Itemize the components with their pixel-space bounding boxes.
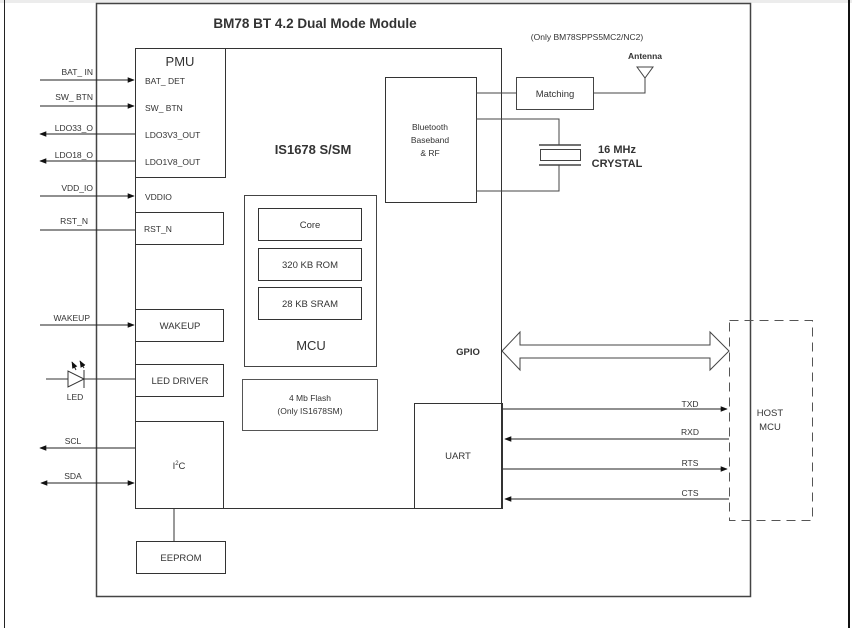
led-driver-label: LED DRIVER [151, 376, 208, 387]
sw-btn-label: SW_ BTN [55, 92, 93, 102]
led-label: LED [67, 392, 84, 402]
frame-right-edge [848, 0, 850, 628]
flash-block [242, 379, 378, 431]
core-block [258, 208, 362, 241]
antenna-label: Antenna [628, 51, 662, 61]
eeprom-block [136, 541, 226, 574]
antenna-icon [636, 66, 654, 79]
sda-label: SDA [64, 471, 82, 481]
rxd-label: RXD [681, 427, 699, 437]
gpio-label: GPIO [456, 347, 480, 358]
ldo33-label: LDO33_O [55, 123, 94, 133]
core-label: Core [300, 220, 321, 231]
bat-in-label: BAT_ IN [62, 67, 94, 77]
matching-block [516, 77, 594, 110]
rst-block [135, 212, 224, 245]
top-band [0, 0, 852, 3]
txd-label: TXD [682, 399, 699, 409]
rom-block [258, 248, 362, 281]
matching-antenna-link [594, 78, 646, 94]
host-label-line1: HOST [757, 408, 784, 419]
pmu-pin-ldo3v3-out: LDO3V3_OUT [145, 130, 200, 140]
pmu-title: PMU [166, 54, 195, 69]
bt-label-line1: Bluetooth [412, 122, 448, 132]
matching-label: Matching [536, 89, 575, 100]
i2c-block [135, 421, 224, 509]
bt-label-line2: Baseband [411, 135, 450, 145]
rom-label: 320 KB ROM [282, 260, 338, 271]
bt-crystal-link-top [476, 118, 560, 145]
crystal-icon [539, 144, 581, 166]
host-mcu-block [729, 320, 813, 521]
cts-label: CTS [682, 488, 699, 498]
bluetooth-baseband-block [385, 77, 477, 203]
led-driver-block [135, 364, 224, 397]
uart-block [414, 403, 503, 509]
rst-n-label: RST_N [60, 216, 88, 226]
module-outline [95, 2, 752, 598]
flash-label-line2: (Only IS1678SM) [277, 406, 342, 416]
bt-label-line3: & RF [420, 148, 439, 158]
flash-label-line1: 4 Mb Flash [289, 393, 331, 403]
rts-label: RTS [682, 458, 699, 468]
module-note: (Only BM78SPPS5MC2/NC2) [531, 32, 644, 42]
pmu-pin-bat-det: BAT_ DET [145, 76, 185, 86]
wakeup-block [135, 309, 224, 342]
uart-label: UART [445, 451, 471, 462]
module-title: BM78 BT 4.2 Dual Mode Module [213, 16, 417, 31]
bt-crystal-link-bottom [476, 165, 560, 192]
scl-label: SCL [65, 436, 82, 446]
mcu-block: Core 320 KB ROM 28 KB SRAM MCU [244, 195, 377, 367]
rst-block-label: RST_N [144, 224, 172, 234]
sram-label: 28 KB SRAM [282, 299, 338, 310]
i2c-label: I2C [173, 461, 186, 472]
pmu-block: PMU BAT_ DET SW_ BTN LDO3V3_OUT LDO1V8_O… [135, 48, 226, 178]
eeprom-label: EEPROM [160, 553, 201, 564]
gpio-bus-arrow [501, 330, 730, 372]
crystal-label-line2: CRYSTAL [592, 158, 643, 170]
vddio-label: VDDIO [145, 192, 172, 202]
mcu-label: MCU [296, 338, 326, 353]
chip-outline [135, 48, 502, 509]
crystal-label-line1: 16 MHz [598, 144, 636, 156]
wakeup-label: WAKEUP [53, 313, 90, 323]
frame-left-edge [4, 0, 5, 628]
vdd-io-label: VDD_IO [61, 183, 93, 193]
pmu-pin-sw-btn: SW_ BTN [145, 103, 183, 113]
host-label-line2: MCU [759, 422, 781, 433]
led-icon [67, 360, 86, 388]
pmu-pin-ldo1v8-out: LDO1V8_OUT [145, 157, 200, 167]
sram-block [258, 287, 362, 320]
ldo18-label: LDO18_O [55, 150, 94, 160]
wakeup-block-label: WAKEUP [160, 321, 201, 332]
chip-label: IS1678 S/SM [275, 142, 352, 157]
